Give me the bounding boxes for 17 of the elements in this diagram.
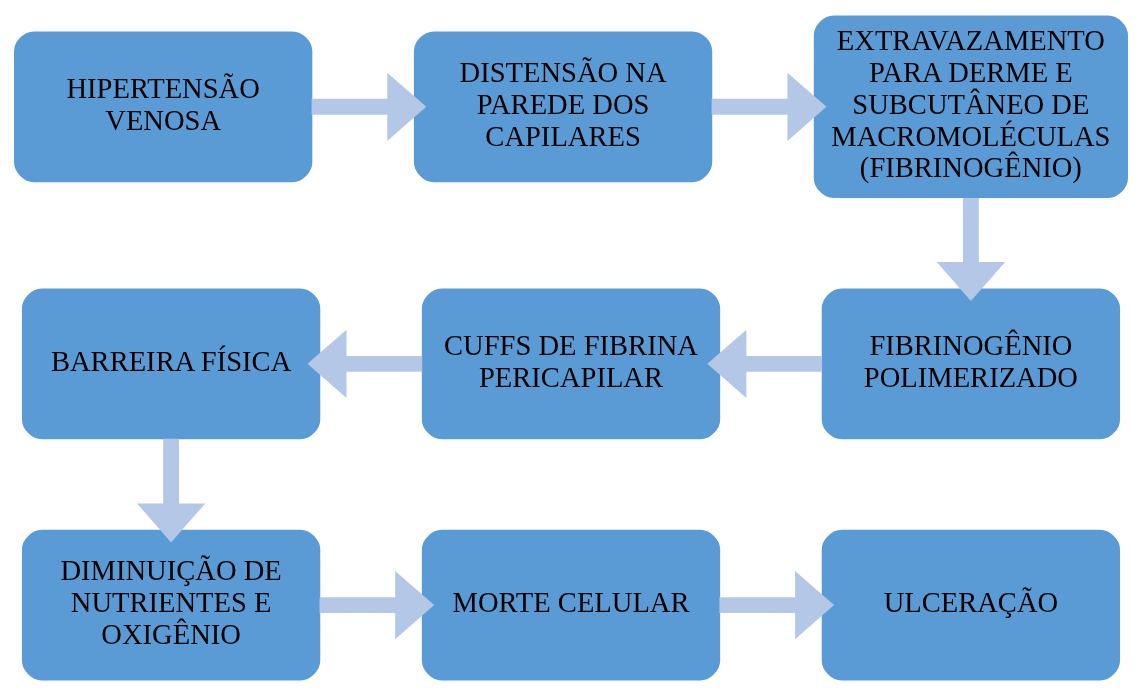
arrow (311, 72, 427, 141)
arrow (319, 570, 435, 639)
node-box: CUFFS DE FIBRINA PERICAPILAR (421, 288, 721, 439)
node-box: MORTE CELULAR (421, 529, 721, 680)
arrow (307, 329, 423, 398)
node-box: DIMINUIÇÃO DE NUTRIENTES E OXIGÊNIO (21, 529, 321, 680)
arrow (936, 197, 1006, 301)
arrow (707, 329, 823, 398)
arrow (136, 438, 206, 542)
node-box: FIBRINOGÊNIO POLIMERIZADO (821, 288, 1121, 439)
node-box: EXTRAVAZAMENTO PARA DERME E SUBCUTÂNEO DE MACROMOLÉCULAS (FIBRINOGÊNIO) (813, 15, 1128, 198)
node-box: DISTENSÃO NA PAREDE DOS CAPILARES (413, 30, 713, 182)
node-box: BARREIRA FÍSICA (21, 288, 321, 439)
node-box: HIPERTENSÃO VENOSA (14, 30, 313, 182)
arrow (711, 72, 827, 141)
node-box: ULCERAÇÃO (821, 529, 1121, 680)
arrow (719, 570, 835, 639)
